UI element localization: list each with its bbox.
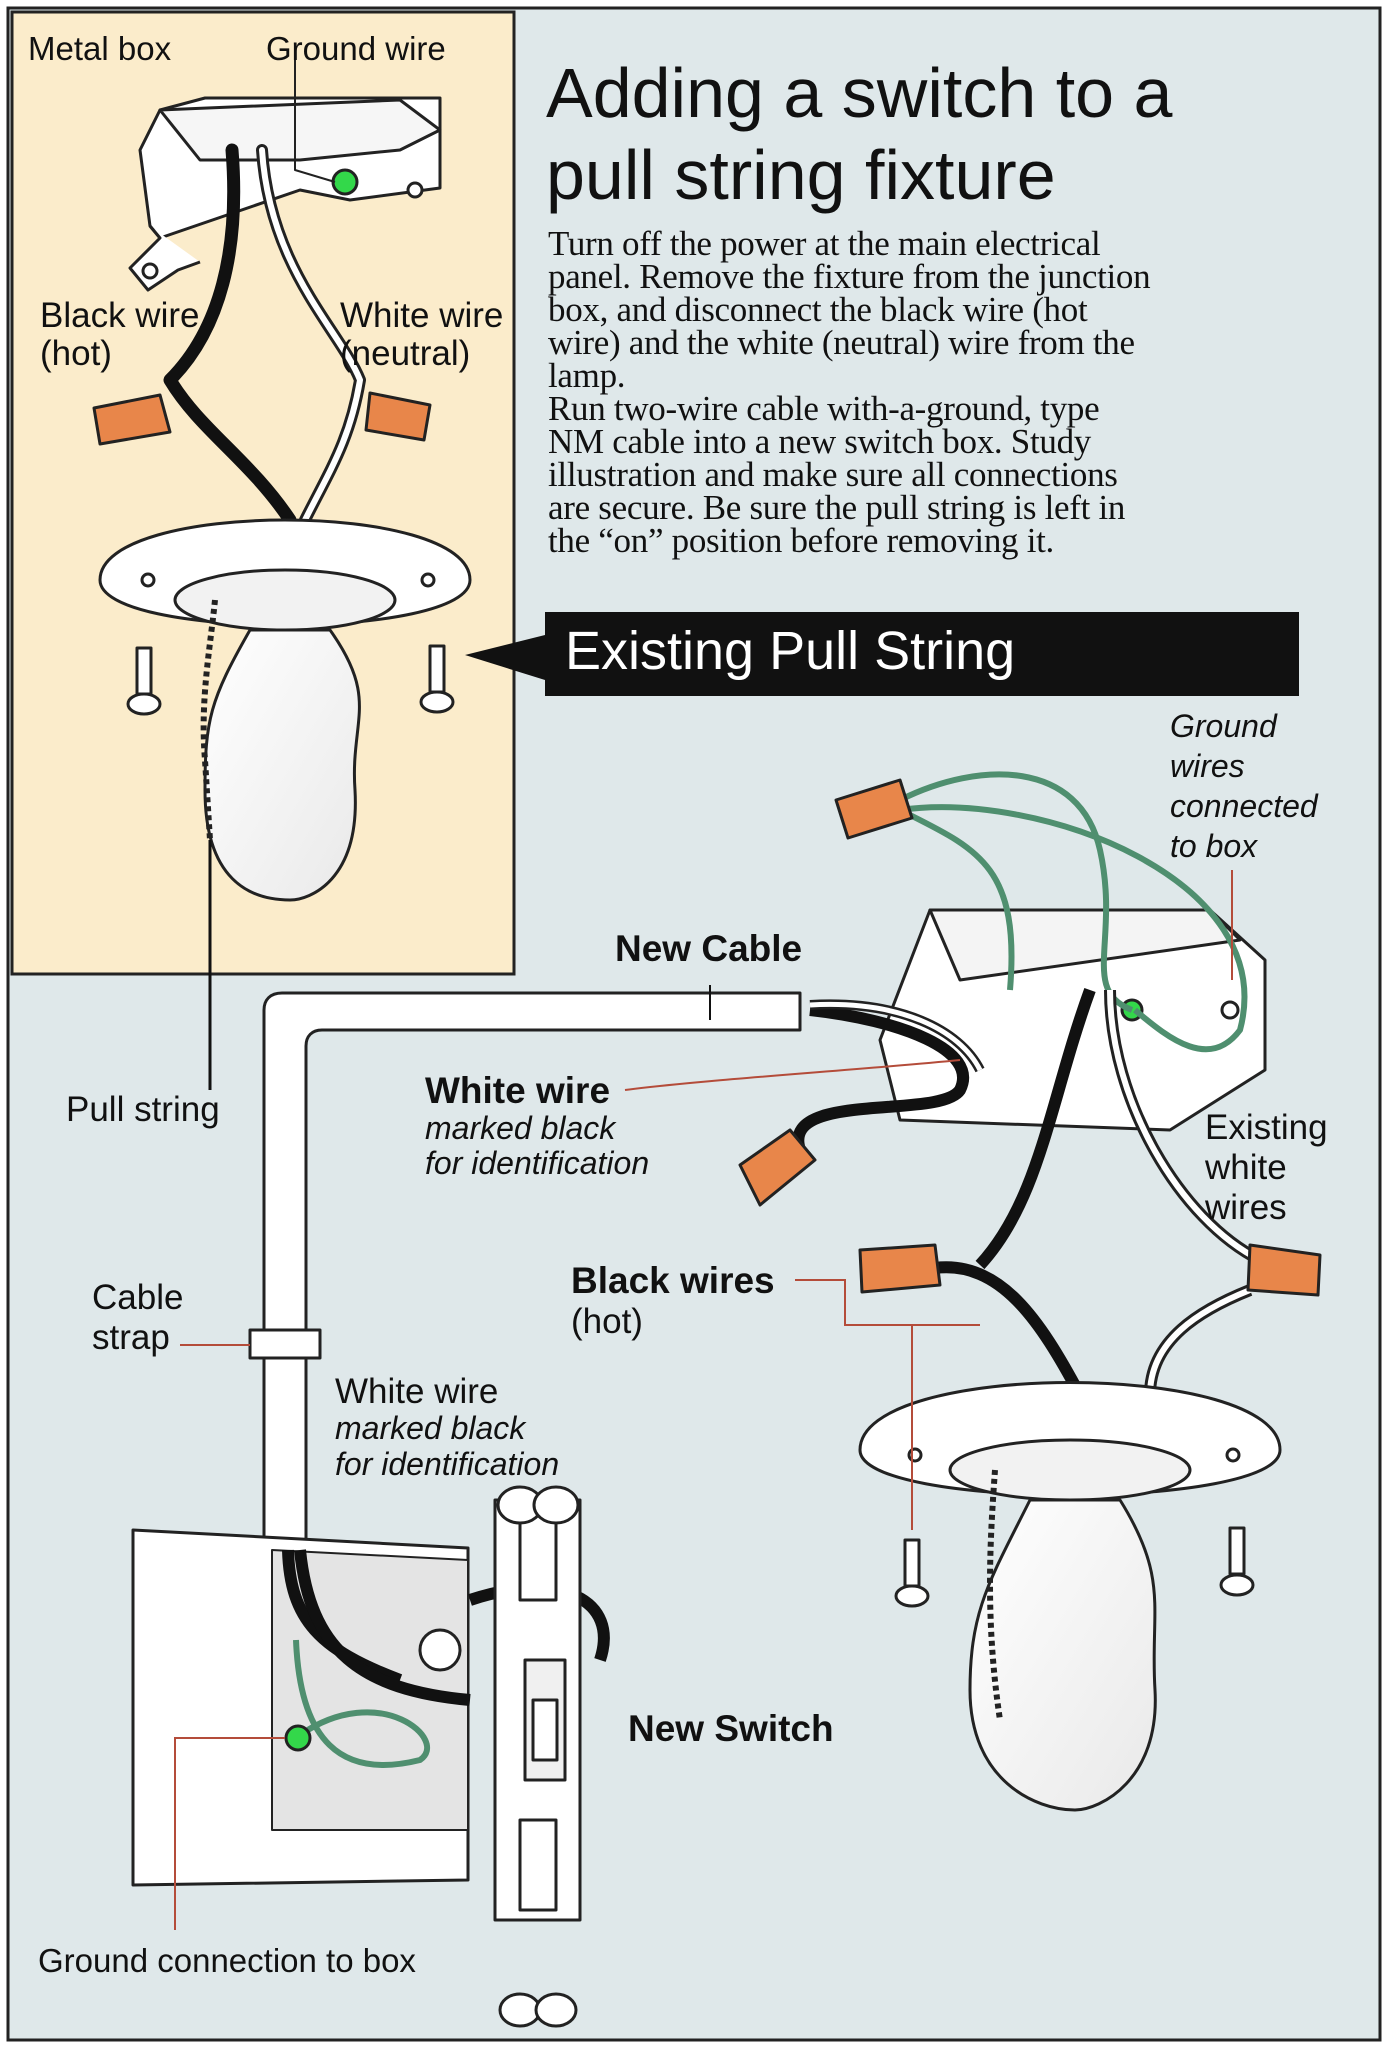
label-existing-white-wires: white — [1205, 1148, 1287, 1187]
label-black-wire-hot: (hot) — [40, 334, 112, 373]
ground-wires — [898, 771, 1134, 1013]
label-white-wire-lower-note: marked black — [335, 1410, 526, 1446]
label-white-wire-marked-note: marked black — [425, 1110, 616, 1146]
label-ground-wires: Ground — [1170, 708, 1277, 744]
label-white-wire-lower-note: for identification — [335, 1446, 560, 1482]
wire-nut-white — [1246, 1243, 1322, 1297]
label-white-wire: White wire — [340, 296, 504, 335]
label-new-cable: New Cable — [615, 928, 803, 969]
instruction-line: wire) and the white (neutral) wire from … — [548, 323, 1135, 362]
label-ground-wires: wires — [1170, 748, 1245, 784]
label-ground-wire: Ground wire — [266, 30, 446, 67]
label-existing-white-wires: wires — [1205, 1188, 1287, 1227]
label-white-wire-lower: White wire — [335, 1372, 499, 1411]
inset-black-wire — [163, 143, 297, 527]
callout-label: Existing Pull String — [565, 621, 1016, 681]
new-bulb — [968, 1498, 1157, 1812]
inset-wire-nut-white — [364, 391, 432, 442]
label-cable-strap: Cable — [92, 1278, 184, 1317]
new-cable — [262, 991, 802, 1542]
inset-ground-screw — [331, 168, 359, 196]
cable-strap — [248, 1328, 322, 1360]
label-ground-wires: connected — [1170, 788, 1318, 824]
label-cable-strap: strap — [92, 1318, 170, 1357]
label-ground-wires: to box — [1170, 828, 1258, 864]
label-pull-string: Pull string — [66, 1090, 220, 1129]
switch-box-ground-screw — [284, 1724, 312, 1752]
wire-nut-white-marked — [738, 1128, 817, 1207]
black-wire-main — [792, 1004, 969, 1152]
switch-toggle — [531, 1698, 559, 1762]
page-title-line-2: pull string fixture — [546, 136, 1056, 214]
instruction-line: NM cable into a new switch box. Study — [548, 422, 1091, 461]
instruction-line: panel. Remove the fixture from the junct… — [548, 257, 1151, 296]
switch-box-ground-wire — [293, 1639, 430, 1768]
label-ground-connection: Ground connection to box — [38, 1942, 416, 1979]
wire-nut-black — [858, 1243, 942, 1294]
instruction-line: the “on” position before removing it. — [548, 521, 1054, 560]
label-metal-box: Metal box — [28, 30, 172, 67]
main-wiring — [131, 771, 1322, 2028]
instruction-line: Turn off the power at the main electrica… — [548, 224, 1101, 263]
label-white-wire-marked-note: for identification — [425, 1145, 650, 1181]
instruction-line: illustration and make sure all connectio… — [548, 455, 1118, 494]
instruction-line: lamp. — [548, 356, 626, 395]
label-white-wire-marked: White wire — [425, 1070, 611, 1111]
leader-lines — [174, 870, 1233, 1930]
label-black-wires: Black wires — [571, 1260, 775, 1301]
inset-fixture — [92, 60, 472, 1090]
label-black-wires-hot: (hot) — [571, 1302, 643, 1341]
existing-pull-string-callout: Existing Pull String — [545, 612, 1299, 696]
label-black-wire: Black wire — [40, 296, 200, 335]
label-new-switch: New Switch — [628, 1708, 834, 1749]
inset-wire-nut-black — [92, 393, 172, 446]
instruction-line: Run two-wire cable with-a-ground, type — [548, 389, 1100, 428]
label-existing-white-wires: Existing — [1205, 1108, 1328, 1147]
wire-nut-ground — [834, 778, 914, 840]
instruction-line: are secure. Be sure the pull string is l… — [548, 488, 1126, 527]
inset-bulb — [203, 628, 361, 902]
instruction-line: box, and disconnect the black wire (hot — [548, 290, 1088, 329]
label-white-wire-neutral: (neutral) — [340, 334, 471, 373]
page-title-line-1: Adding a switch to a — [546, 54, 1173, 132]
